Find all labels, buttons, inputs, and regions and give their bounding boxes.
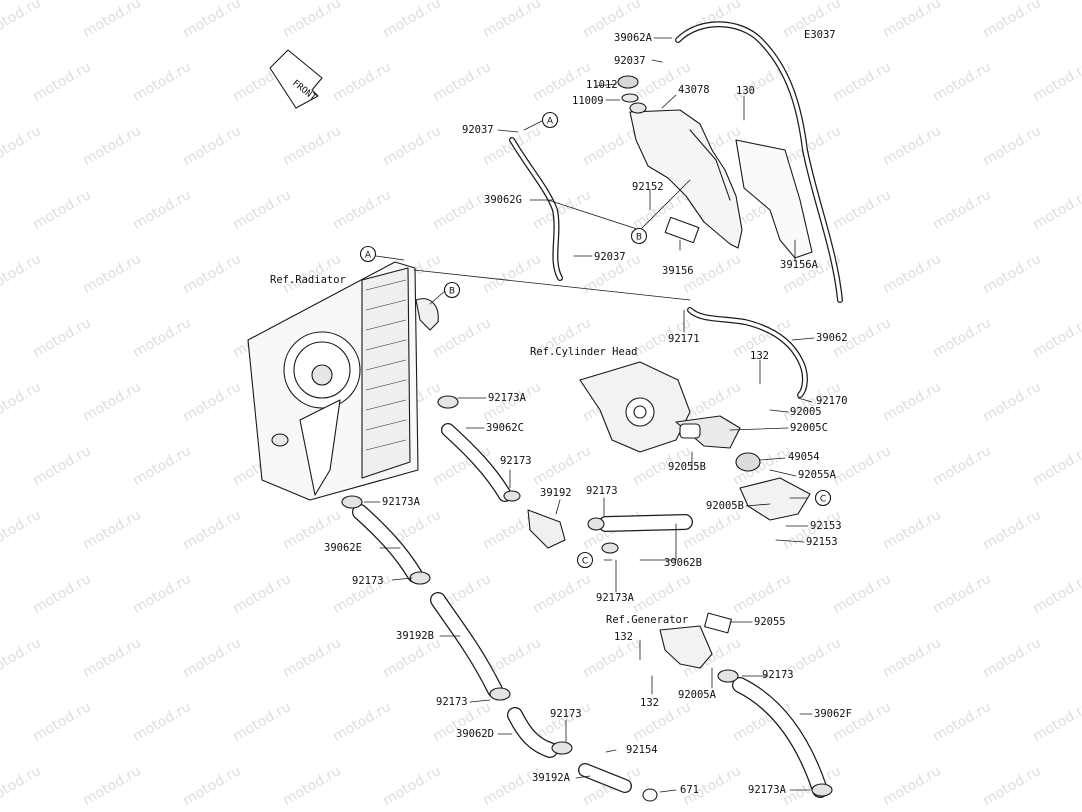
part-92153: 92153 xyxy=(806,536,838,548)
part-92173A: 92173A xyxy=(382,496,420,508)
marker-c-thermo: C xyxy=(820,495,826,505)
part-92153: 92153 xyxy=(810,520,842,532)
part-39062A: 39062A xyxy=(614,32,652,44)
part-92173: 92173 xyxy=(762,669,794,681)
part-92173: 92173 xyxy=(436,696,468,708)
reserve-tank xyxy=(629,102,813,259)
ref-generator-label: Ref.Generator xyxy=(606,614,689,626)
front-arrow-icon xyxy=(269,49,323,109)
marker-b-radiator: B xyxy=(449,287,455,297)
part-132: 132 xyxy=(640,697,659,709)
part-132: 132 xyxy=(614,631,633,643)
part-39192: 39192 xyxy=(540,487,572,499)
part-39156A: 39156A xyxy=(780,259,818,271)
part-92037: 92037 xyxy=(614,55,646,67)
part-92173A: 92173A xyxy=(488,392,526,404)
ref-cylinder-head-label: Ref.Cylinder Head xyxy=(530,346,638,358)
marker-a-radiator: A xyxy=(365,251,372,261)
diagram-code: E3037 xyxy=(804,29,836,41)
part-92005A: 92005A xyxy=(678,689,716,701)
part-92055A: 92055A xyxy=(798,469,836,481)
part-92037: 92037 xyxy=(462,124,494,136)
part-39156: 39156 xyxy=(662,265,694,277)
part-92173: 92173 xyxy=(586,485,618,497)
part-92173A: 92173A xyxy=(596,592,634,604)
part-671: 671 xyxy=(680,784,699,796)
part-39192A: 39192A xyxy=(532,772,570,784)
part-92055B: 92055B xyxy=(668,461,706,473)
part-92173: 92173 xyxy=(550,708,582,720)
part-92170: 92170 xyxy=(816,395,848,407)
part-92154: 92154 xyxy=(626,744,658,756)
part-39062B: 39062B xyxy=(664,557,702,569)
marker-b-tank: B xyxy=(636,233,642,243)
part-92173A: 92173A xyxy=(748,784,786,796)
part-92037: 92037 xyxy=(594,251,626,263)
part-132: 132 xyxy=(750,350,769,362)
part-49054: 49054 xyxy=(788,451,820,463)
part-39192B: 39192B xyxy=(396,630,434,642)
part-92152: 92152 xyxy=(632,181,664,193)
part-39062: 39062 xyxy=(816,332,848,344)
part-92055: 92055 xyxy=(754,616,786,628)
part-39062F: 39062F xyxy=(814,708,852,720)
part-92005C: 92005C xyxy=(790,422,828,434)
part-39062C: 39062C xyxy=(486,422,524,434)
ref-radiator-label: Ref.Radiator xyxy=(270,274,346,286)
radiator xyxy=(247,261,439,501)
part-39062G: 39062G xyxy=(484,194,522,206)
part-92005: 92005 xyxy=(790,406,822,418)
part-130: 130 xyxy=(736,85,755,97)
part-92005B: 92005B xyxy=(706,500,744,512)
cylinder-head xyxy=(579,361,741,453)
part-11009: 11009 xyxy=(572,95,604,107)
part-39062D: 39062D xyxy=(456,728,494,740)
part-11012: 11012 xyxy=(586,79,618,91)
marker-c-hose: C xyxy=(582,557,588,567)
part-92173: 92173 xyxy=(352,575,384,587)
marker-a-tank: A xyxy=(547,117,554,127)
part-43078: 43078 xyxy=(678,84,710,96)
part-39062E: 39062E xyxy=(324,542,362,554)
part-92173: 92173 xyxy=(500,455,532,467)
part-92171: 92171 xyxy=(668,333,700,345)
